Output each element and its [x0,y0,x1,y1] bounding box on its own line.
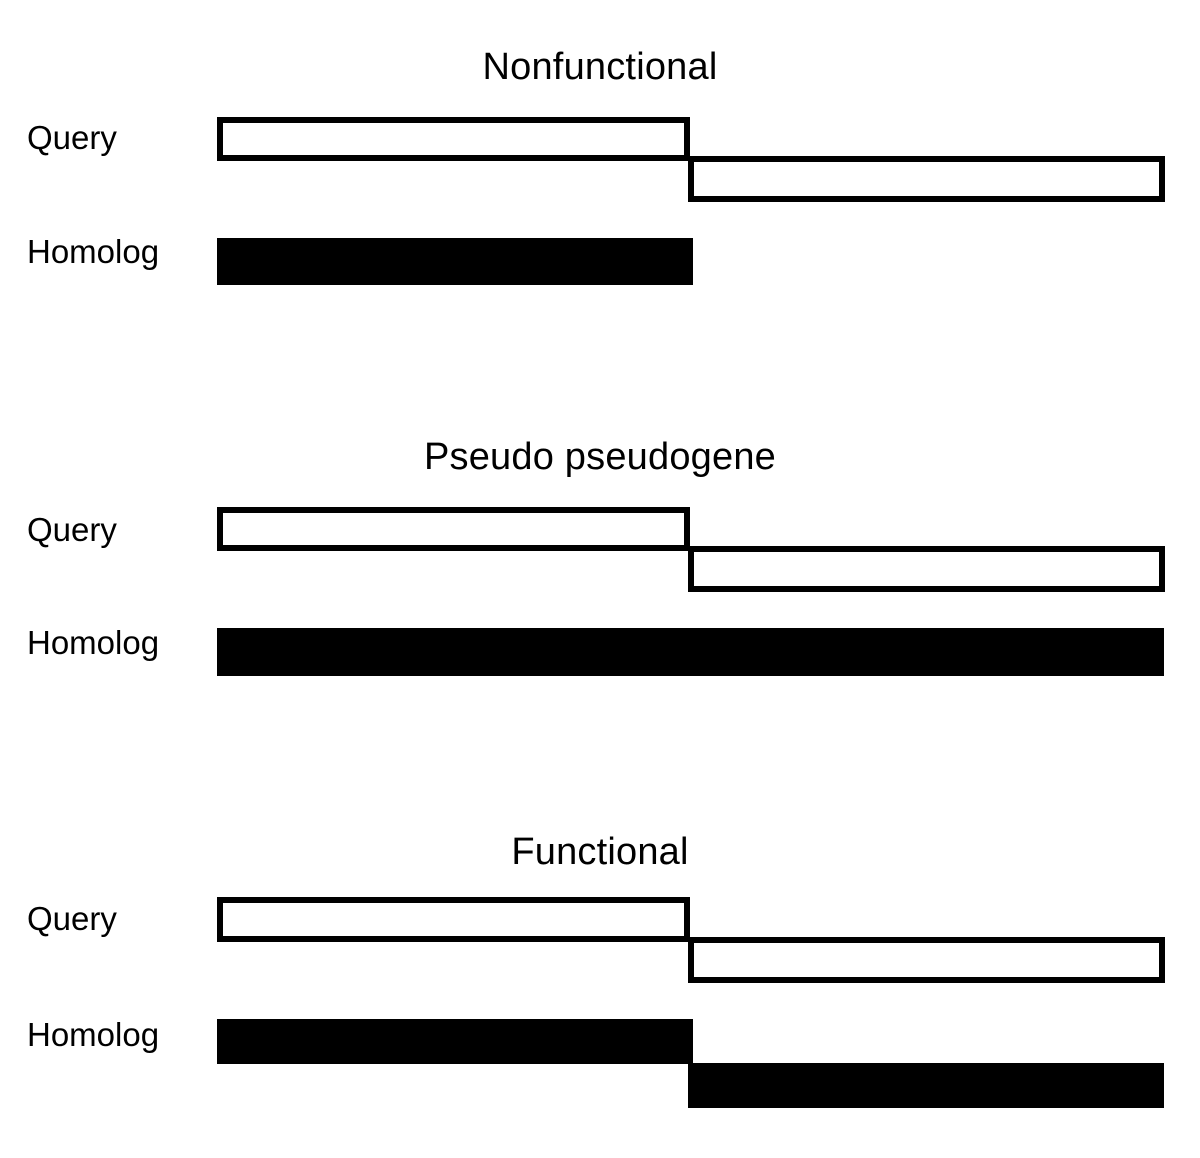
segment-homolog-exon-2 [688,1063,1164,1108]
segment-homolog-exon-1 [217,628,1164,676]
segment-query-exon-1 [217,117,690,161]
segment-query-exon-1 [217,507,690,551]
segment-query-exon-2 [688,546,1165,592]
panel-title-functional: Functional [511,831,689,873]
segment-query-exon-2 [688,156,1165,202]
row-label-homolog: Homolog [27,233,160,270]
row-label-query: Query [27,119,117,156]
row-label-query: Query [27,511,117,548]
row-label-homolog: Homolog [27,1016,160,1053]
panel-title-nonfunctional: Nonfunctional [482,46,718,88]
segment-query-exon-2 [688,937,1165,983]
segment-query-exon-1 [217,897,690,942]
row-label-homolog: Homolog [27,624,160,661]
row-label-query: Query [27,900,117,937]
segment-homolog-exon-1 [217,238,693,285]
panel-title-pseudo-pseudogene: Pseudo pseudogene [423,436,777,478]
segment-homolog-exon-1 [217,1019,693,1064]
